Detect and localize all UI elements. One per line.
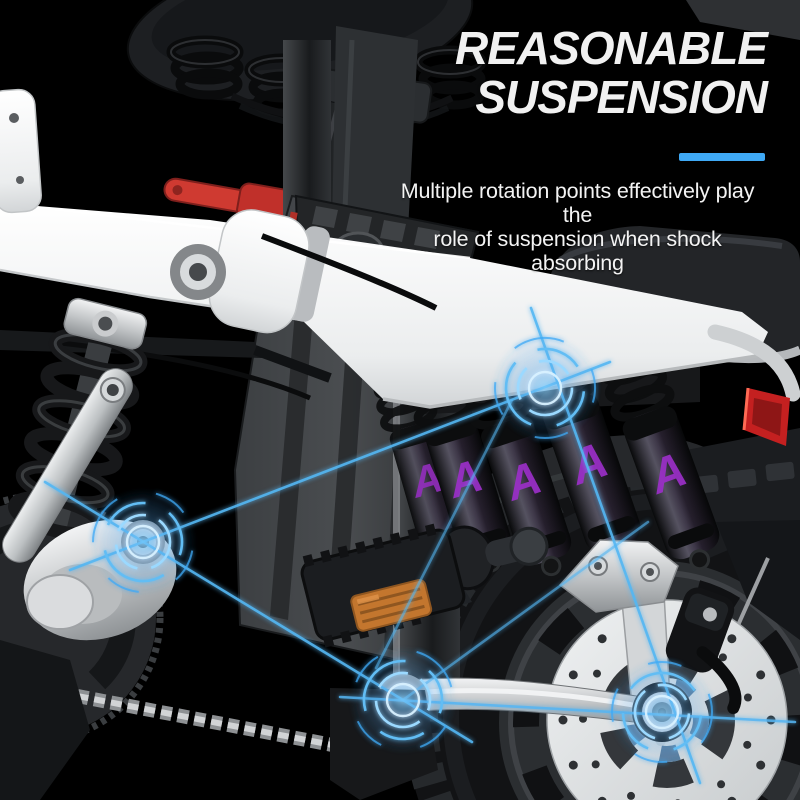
headline: REASONABLE SUSPENSION [454,22,768,123]
headline-line-1: REASONABLE [454,22,768,74]
suspension-highlight-overlay [43,306,797,785]
frame-front-post [0,88,42,214]
rotation-point-marker-crank-swingarm-pivot [349,646,457,754]
dropout-bracket [558,539,679,707]
description-line-1: Multiple rotation points effectively pla… [400,179,755,227]
pedal-spindle-cap [509,526,549,566]
brake-caliper [665,587,742,715]
linkage-arm [2,368,133,563]
rotation-point-marker-front-shock-lower-pivot [89,488,197,596]
rack-rail-tube [707,324,800,402]
description: Multiple rotation points effectively pla… [385,179,770,275]
connection-line [374,398,514,670]
pedal [300,523,549,648]
headline-line-2: SUSPENSION [475,71,768,123]
rotation-point-marker-rear-axle-pivot [608,658,716,766]
rear-reflector [742,387,790,446]
rotation-point-marker-rear-shock-upper-pivot [491,334,599,442]
saddle-corner [686,0,800,40]
divider-bar [679,153,765,161]
crank-shadow [0,640,90,800]
brake-cable [260,233,438,311]
description-line-2: role of suspension when shock absorbing [433,227,722,275]
